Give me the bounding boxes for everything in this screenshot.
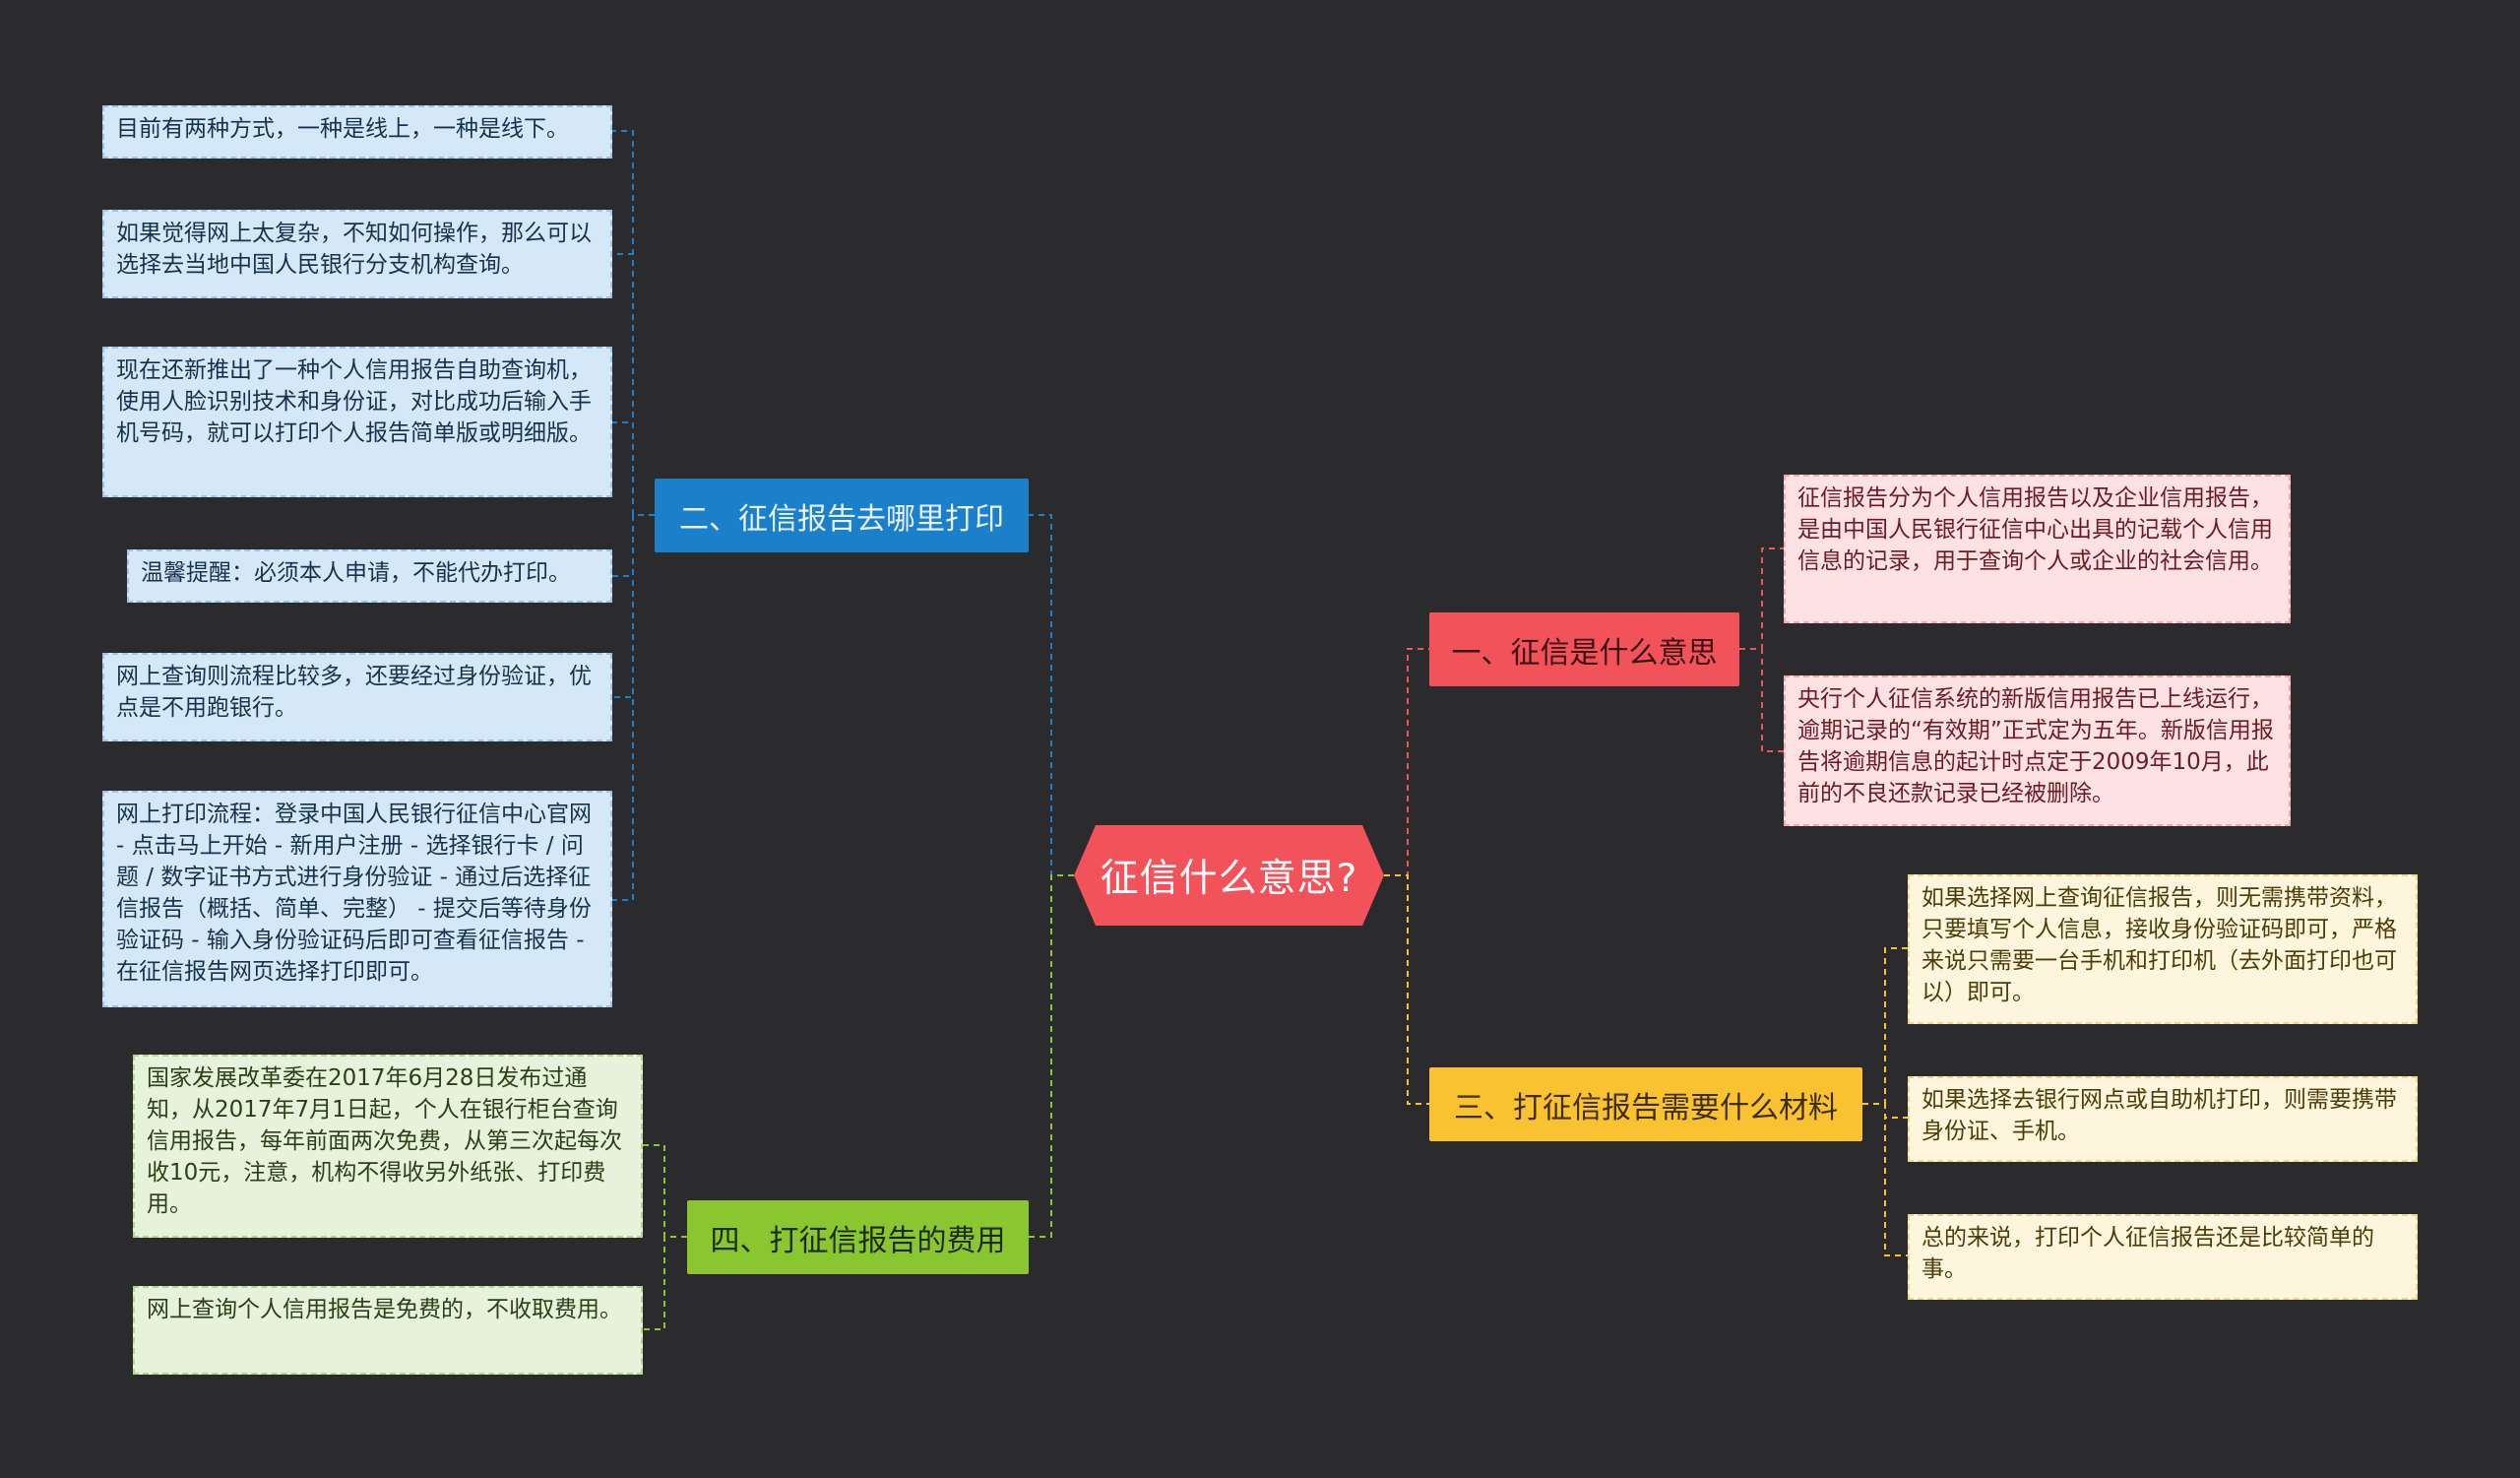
leaf-online-free[interactable]: 网上查询个人信用报告是免费的，不收取费用。 [133,1286,643,1375]
leaf-online-query-notes[interactable]: 网上查询则流程比较多，还要经过身份验证，优点是不用跑银行。 [102,653,612,741]
branch-printing-fees[interactable]: 四、打征信报告的费用 [687,1200,1029,1274]
leaf-online-materials[interactable]: 如果选择网上查询征信报告，则无需携带资料，只要填写个人信息，接收身份验证码即可，… [1908,874,2418,1024]
leaf-summary[interactable]: 总的来说，打印个人征信报告还是比较简单的事。 [1908,1214,2418,1300]
leaf-warm-reminder[interactable]: 温馨提醒：必须本人申请，不能代办打印。 [127,549,612,603]
leaf-definition[interactable]: 征信报告分为个人信用报告以及企业信用报告，是由中国人民银行征信中心出具的记载个人… [1784,475,2291,623]
leaf-counter-fee-policy[interactable]: 国家发展改革委在2017年6月28日发布过通知，从2017年7月1日起，个人在银… [133,1055,643,1238]
leaf-offline-materials[interactable]: 如果选择去银行网点或自助机打印，则需要携带身份证、手机。 [1908,1076,2418,1162]
branch-what-is-credit-report[interactable]: 一、征信是什么意思 [1429,612,1739,686]
leaf-bank-branch-query[interactable]: 如果觉得网上太复杂，不知如何操作，那么可以选择去当地中国人民银行分支机构查询。 [102,210,612,298]
leaf-self-service-machine[interactable]: 现在还新推出了一种个人信用报告自助查询机，使用人脸识别技术和身份证，对比成功后输… [102,347,612,497]
leaf-online-print-process[interactable]: 网上打印流程：登录中国人民银行征信中心官网 - 点击马上开始 - 新用户注册 -… [102,791,612,1007]
leaf-new-report-version[interactable]: 央行个人征信系统的新版信用报告已上线运行，逾期记录的“有效期”正式定为五年。新版… [1784,675,2291,826]
branch-required-materials[interactable]: 三、打征信报告需要什么材料 [1429,1067,1862,1141]
leaf-two-methods[interactable]: 目前有两种方式，一种是线上，一种是线下。 [102,105,612,159]
branch-where-to-print[interactable]: 二、征信报告去哪里打印 [655,479,1029,552]
central-topic[interactable]: 征信什么意思? [1074,825,1384,926]
